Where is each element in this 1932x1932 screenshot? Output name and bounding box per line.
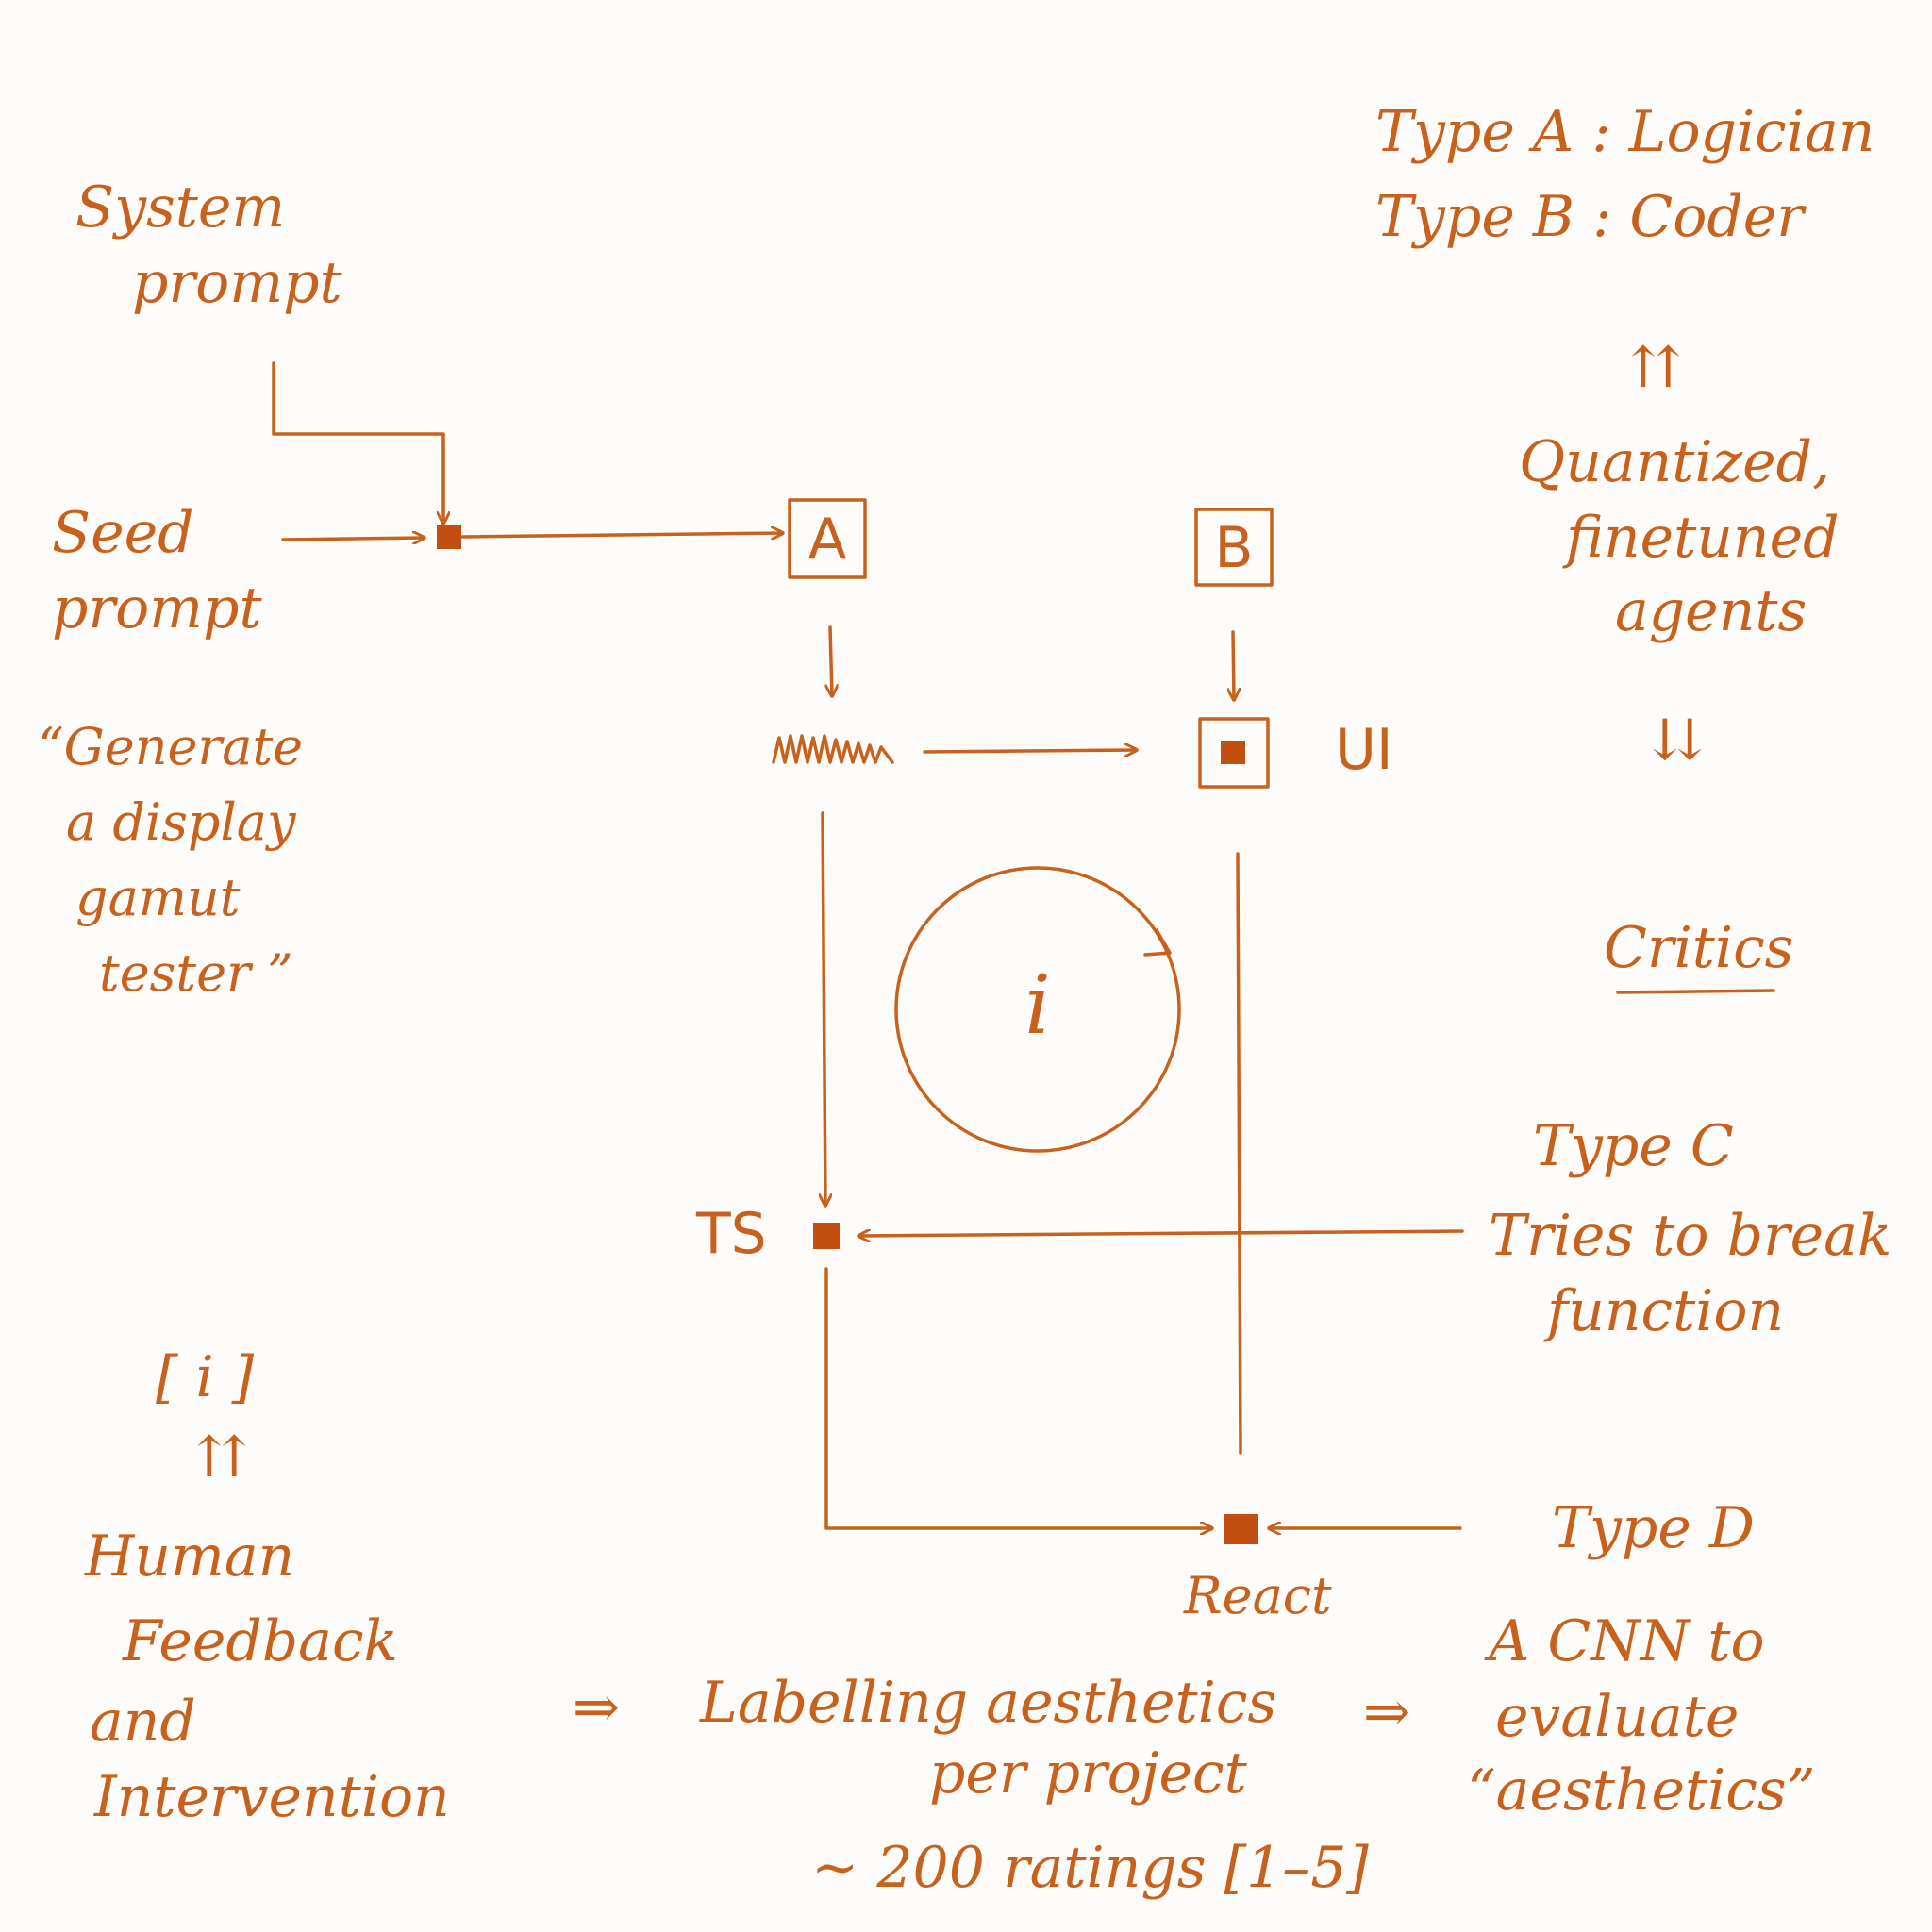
human-feedback-line2: Feedback: [122, 1608, 398, 1674]
iteration-label: [ i ]: [156, 1344, 255, 1410]
type-c-desc-line1: Tries to break: [1489, 1203, 1891, 1269]
seed-prompt-label-line1: Seed: [52, 500, 194, 566]
ts-label: TS: [695, 1201, 767, 1267]
human-feedback-line4: Intervention: [93, 1764, 450, 1830]
merge-node: [437, 525, 461, 549]
quantized-agents-line1: Quantized,: [1519, 429, 1830, 495]
seed-quote-line1: “Generate: [38, 717, 303, 776]
type-d-label: Type D: [1552, 1495, 1755, 1561]
quantized-agents-line3: agents: [1615, 578, 1807, 644]
iteration-up-arrow: ⇈: [197, 1424, 246, 1491]
agent-a-down-connector: [830, 625, 832, 698]
system-prompt-label-line2: prompt: [132, 250, 343, 316]
ui-to-react-connector: [1236, 852, 1242, 1455]
ui-node-box: [1198, 717, 1270, 789]
ts-to-react-connector: [824, 1267, 1214, 1528]
ui-label: UI: [1335, 717, 1393, 783]
agent-b-box: [1194, 508, 1274, 587]
agent-b-label: B: [1214, 515, 1253, 581]
type-b-label: Type B : Coder: [1375, 184, 1807, 250]
iteration-loop: [894, 866, 1181, 1153]
iteration-loop-label: i: [1024, 958, 1051, 1053]
type-c-desc-line2: function: [1543, 1278, 1784, 1344]
type-a-label: Type A : Logician: [1375, 99, 1874, 165]
quantized-down-arrow: ⇊: [1653, 708, 1702, 774]
react-node: [1224, 1514, 1258, 1544]
react-label: React: [1183, 1566, 1332, 1625]
system-prompt-connector: [272, 361, 443, 525]
type-d-desc-line1: A CNN to: [1484, 1608, 1765, 1674]
critics-heading-underline: [1616, 989, 1775, 994]
feedback-to-labelling-arrow: ⇒: [573, 1674, 620, 1740]
a-output-scribble: [772, 734, 894, 764]
agent-a-label: A: [808, 507, 846, 573]
quantized-up-arrow: ⇈: [1631, 335, 1680, 401]
type-c-to-ts-connector: [857, 1231, 1464, 1236]
labelling-to-cnn-arrow: ⇒: [1363, 1679, 1410, 1745]
human-feedback-line3: and: [90, 1689, 196, 1755]
critics-heading: Critics: [1604, 915, 1793, 981]
labelling-line2: per project: [929, 1740, 1248, 1807]
agent-a-box: [788, 498, 867, 579]
scribble-to-ui-connector: [923, 750, 1139, 752]
type-d-desc-line3: “aesthetics”: [1467, 1757, 1815, 1824]
seed-prompt-connector: [281, 538, 426, 540]
seed-quote-line2: a display: [66, 792, 297, 852]
labelling-line1: Labelling aesthetics: [699, 1670, 1276, 1736]
ts-node: [813, 1223, 840, 1249]
seed-quote-line3: gamut: [75, 868, 241, 927]
iteration-loop-arrowhead: [1143, 928, 1172, 957]
agent-b-down-connector: [1233, 630, 1234, 702]
merge-to-a-connector: [460, 533, 785, 537]
seed-prompt-label-line2: prompt: [52, 575, 263, 641]
seed-quote-line4: tester ”: [99, 943, 293, 1003]
human-feedback-line1: Human: [84, 1524, 294, 1590]
quantized-agents-line2: finetuned: [1562, 505, 1839, 571]
type-c-label: Type C: [1533, 1113, 1734, 1179]
system-prompt-label-line1: System: [75, 175, 285, 241]
type-d-desc-line2: evaluate: [1495, 1684, 1739, 1750]
a-to-ts-connector: [823, 811, 825, 1208]
ratings-note: ~ 200 ratings [1–5]: [811, 1835, 1369, 1901]
ui-node-core: [1221, 741, 1245, 764]
